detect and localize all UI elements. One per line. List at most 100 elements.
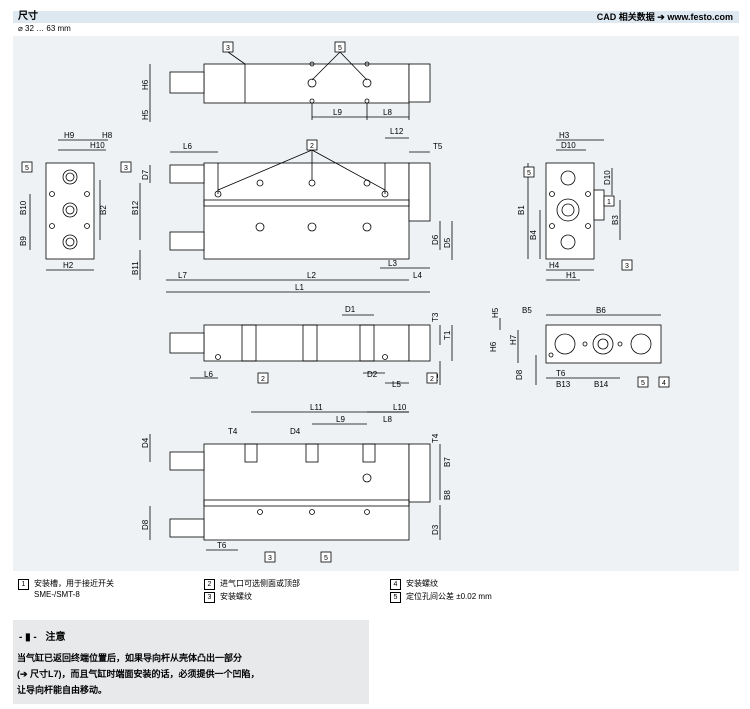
callout-number: 2 xyxy=(261,376,265,383)
callout-box xyxy=(320,551,332,563)
dimension-label: L8 xyxy=(383,108,392,117)
dimension-label: L9 xyxy=(333,108,342,117)
callout-number: 2 xyxy=(310,143,314,150)
dimension-label: L3 xyxy=(388,259,397,268)
dimension-label: T1 xyxy=(443,330,452,340)
cad-link[interactable]: CAD 相关数据 ➔ www.festo.com xyxy=(596,12,733,22)
callout-box xyxy=(603,195,615,207)
note-body: 当气缸已返回终端位置后，如果导向杆从壳体凸出一部分 (➔ 尺寸L7)，而且气缸时… xyxy=(17,650,260,698)
dimension-label: T4 xyxy=(431,433,440,443)
note-header: - ▮ - 注意 xyxy=(19,628,66,643)
main-view xyxy=(139,137,453,293)
top-view xyxy=(149,51,431,122)
callout-number: 2 xyxy=(430,376,434,383)
dimension-label: B13 xyxy=(556,380,571,389)
callout-box xyxy=(658,376,670,388)
callout-number: 5 xyxy=(324,555,328,562)
dimension-label: D5 xyxy=(443,237,452,248)
dimension-label: D6 xyxy=(431,234,440,245)
dimension-label: D8 xyxy=(141,519,150,530)
dimension-label: L6 xyxy=(183,142,192,151)
dimension-label: D10 xyxy=(561,141,576,150)
dimension-label: H6 xyxy=(489,341,498,352)
callout-number: 3 xyxy=(124,165,128,172)
callout-number: 5 xyxy=(641,380,645,387)
callout-box xyxy=(21,161,33,173)
dimension-label: B8 xyxy=(443,490,452,500)
legend-item-2: 2 进气口可选侧面或顶部 xyxy=(204,579,300,590)
dimension-label: H5 xyxy=(491,307,500,318)
dimension-label: B2 xyxy=(99,205,108,215)
callout-number: 3 xyxy=(268,555,272,562)
dimension-label: D1 xyxy=(345,305,356,314)
dimension-label: T6 xyxy=(556,369,566,378)
dimension-label: B14 xyxy=(594,380,609,389)
callout-box xyxy=(621,259,633,271)
callout-number: 3 xyxy=(226,45,230,52)
legend-text: 安装螺纹 xyxy=(406,579,438,588)
dimension-label: B3 xyxy=(611,215,620,225)
callout-number: 5 xyxy=(527,170,531,177)
dimension-label: H2 xyxy=(63,261,74,270)
legend-num: 3 xyxy=(204,592,215,603)
dimension-label: D4 xyxy=(141,437,150,448)
dimension-label: T4 xyxy=(228,427,238,436)
dimension-label: T6 xyxy=(217,541,227,550)
callout-box xyxy=(334,41,346,53)
callout-number: 4 xyxy=(662,380,666,387)
legend-text: 进气口可选侧面或顶部 xyxy=(220,579,300,588)
note-box: - ▮ - 注意 当气缸已返回终端位置后，如果导向杆从壳体凸出一部分 (➔ 尺寸… xyxy=(13,620,369,704)
legend-item-5: 5 定位孔间公差 ±0.02 mm xyxy=(390,592,492,603)
callout-box xyxy=(257,372,269,384)
callout-box xyxy=(426,372,438,384)
dimension-label: D3 xyxy=(431,524,440,535)
dimension-label: H1 xyxy=(566,271,577,280)
dimension-label: D7 xyxy=(141,169,150,180)
dimension-label: B12 xyxy=(131,200,140,215)
dimension-label: L12 xyxy=(390,127,404,136)
callout-number: 1 xyxy=(607,199,611,206)
dimension-label: L1 xyxy=(295,283,304,292)
note-line: 让导向杆能自由移动。 xyxy=(17,685,108,695)
dimension-label: B1 xyxy=(517,205,526,215)
dimension-label: B7 xyxy=(443,457,452,467)
left-end-view xyxy=(29,139,108,271)
dimension-label: D10 xyxy=(603,170,612,185)
dimension-label: L6 xyxy=(204,370,213,379)
dimension-label: H4 xyxy=(549,261,560,270)
legend-text-2: SME-/SMT-8 xyxy=(34,590,80,599)
header-bar: 尺寸 CAD 相关数据 ➔ www.festo.com xyxy=(13,11,739,23)
dimension-label: H3 xyxy=(559,131,570,140)
dimension-label: T3 xyxy=(431,312,440,322)
legend-text: 定位孔间公差 ±0.02 mm xyxy=(406,592,492,601)
legend-text: 安装螺纹 xyxy=(220,592,252,601)
right-end-view xyxy=(527,139,621,281)
dimension-label: D4 xyxy=(290,427,301,436)
legend-num: 5 xyxy=(390,592,401,603)
callout-number: 3 xyxy=(625,263,629,270)
dimension-label: L10 xyxy=(393,403,407,412)
dimension-label: H10 xyxy=(90,141,105,150)
callout-box xyxy=(222,41,234,53)
dimension-label: L11 xyxy=(310,403,323,412)
callout-box xyxy=(264,551,276,563)
dimension-label: H6 xyxy=(141,79,150,90)
dimension-label: D8 xyxy=(515,369,524,380)
dimension-label: H7 xyxy=(509,334,518,345)
legend-item-3: 3 安装螺纹 xyxy=(204,592,252,603)
size-range: ⌀ 32 … 63 mm xyxy=(18,24,71,33)
callout-number: 5 xyxy=(338,45,342,52)
legend-num: 2 xyxy=(204,579,215,590)
dimension-label: B10 xyxy=(19,200,28,215)
dimension-label: H8 xyxy=(102,131,113,140)
dimension-label: B9 xyxy=(19,236,28,246)
dimension-label: B4 xyxy=(529,230,538,240)
dimension-label: L2 xyxy=(307,271,316,280)
dimension-label: H9 xyxy=(64,131,75,140)
legend-text: 安装槽，用于接近开关 xyxy=(34,579,114,588)
dimension-label: B5 xyxy=(522,306,532,315)
callout-box xyxy=(523,166,535,178)
dimension-label: L9 xyxy=(336,415,345,424)
dimension-label: H5 xyxy=(141,109,150,120)
